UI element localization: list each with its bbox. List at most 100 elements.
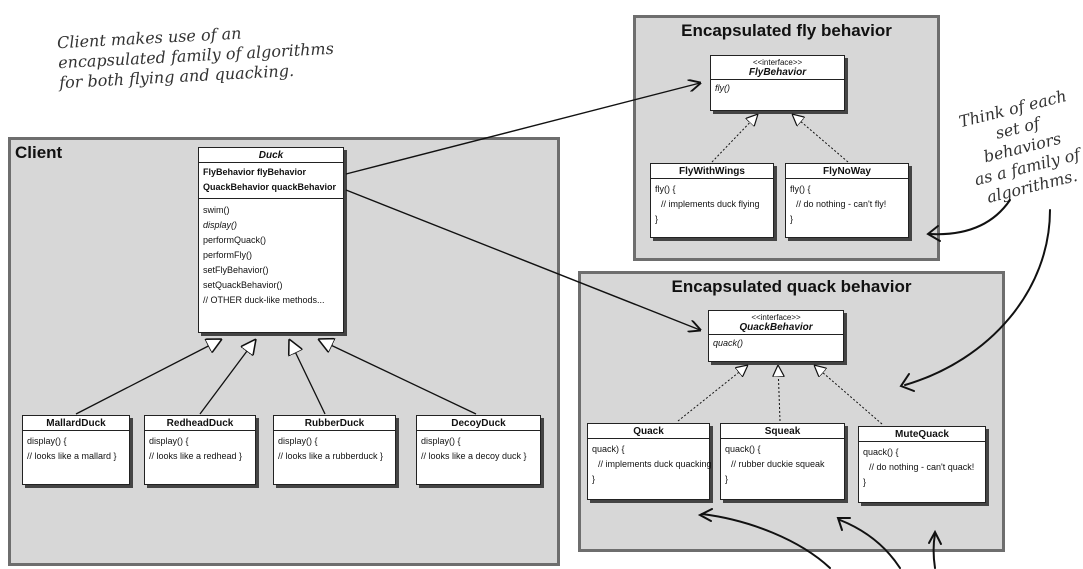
code-line: fly() { [790,184,811,194]
rubber-duck-class: RubberDuck display() { // looks like a r… [273,415,396,485]
stereotype: <<interface>> [751,313,801,322]
code-line: display() { [278,436,318,446]
realization-line [814,365,883,425]
handdrawn-arrow [899,373,915,392]
code-line: } [592,474,596,484]
code-line: // do nothing - can't quack! [869,462,975,472]
handdrawn-arrow [926,225,941,242]
realization-line [792,114,849,163]
handdrawn-arrow [928,529,942,545]
handdrawn-arrow [697,508,713,522]
interface-methods: quack() [709,335,843,352]
method: performQuack() [203,235,267,245]
class-body: display() { // looks like a decoy duck } [417,431,540,467]
interface-methods: fly() [711,80,844,97]
handdrawn-arrows [697,199,1051,569]
class-body: quack() { // do nothing - can't quack! } [859,442,985,493]
class-name: FlyNoWay [786,164,908,179]
code-line: // looks like a rubberduck } [278,451,384,461]
class-name: RedheadDuck [145,416,255,431]
interface-header: <<interface>> QuackBehavior [709,311,843,335]
realization-line [778,365,780,422]
class-body: display() { // looks like a redhead } [145,431,255,467]
field: QuackBehavior quackBehavior [203,182,337,192]
method: quack() [713,338,744,348]
class-body: fly() { // implements duck flying } [651,179,773,230]
quack-panel-title: Encapsulated quack behavior [671,277,912,296]
squeak-class: Squeak quack() { // rubber duckie squeak… [720,423,845,500]
class-name: MallardDuck [23,416,129,431]
code-line: } [863,477,867,487]
code-line: } [725,474,729,484]
code-line: // do nothing - can't fly! [796,199,887,209]
class-body: quack) { // implements duck quacking } [588,439,712,490]
code-line: } [655,214,659,224]
method: fly() [715,83,730,93]
inheritance-lines [75,339,477,415]
class-name: Duck [258,150,284,161]
quack-association-arrow [345,189,700,330]
method: display() [203,220,238,230]
class-name: Quack [588,424,709,439]
code-line: display() { [27,436,67,446]
realization-line [677,365,748,422]
fly-association-arrow [345,83,700,175]
duck-fields: FlyBehavior flyBehavior QuackBehavior qu… [199,163,343,199]
quack-class: Quack quack) { // implements duck quacki… [587,423,712,500]
handdrawn-arrow [836,517,851,531]
code-line: // implements duck quacking [598,459,712,469]
quack-realization-lines [677,365,883,425]
code-line: // looks like a redhead } [149,451,243,461]
code-line: display() { [421,436,461,446]
interface-name: FlyBehavior [748,67,807,78]
field: FlyBehavior flyBehavior [203,167,307,177]
class-name: FlyWithWings [651,164,773,179]
inheritance-line [289,339,326,415]
quack-behavior-interface: <<interface>> QuackBehavior quack() [708,310,844,362]
fly-realization-lines [711,114,849,163]
handdrawn-arrow [839,519,901,569]
class-name: Squeak [721,424,844,439]
interface-name: QuackBehavior [739,322,813,333]
class-name: RubberDuck [274,416,395,431]
method: setFlyBehavior() [203,265,269,275]
mute-quack-class: MuteQuack quack() { // do nothing - can'… [858,426,986,503]
duck-class-name: Duck [199,148,343,163]
class-body: fly() { // do nothing - can't fly! } [786,179,908,230]
code-line: quack() { [863,447,899,457]
handdrawn-arrow [701,513,831,569]
handdrawn-arrow [904,209,1051,386]
code-line: fly() { [655,184,676,194]
method: swim() [203,205,230,215]
client-panel-title: Client [15,143,63,162]
code-line: quack() { [725,444,761,454]
class-body: quack() { // rubber duckie squeak } [721,439,844,490]
fly-behavior-interface: <<interface>> FlyBehavior fly() [710,55,845,111]
realization-line [711,114,758,163]
code-line: // rubber duckie squeak [731,459,825,469]
inheritance-line [318,339,477,415]
method: // OTHER duck-like methods... [203,295,325,305]
method: performFly() [203,250,252,260]
class-name: MuteQuack [859,427,985,442]
code-line: // looks like a mallard } [27,451,117,461]
handdrawn-arrow [929,199,1011,236]
code-line: // looks like a decoy duck } [421,451,527,461]
code-line: display() { [149,436,189,446]
stereotype: <<interface>> [752,58,803,67]
class-body: display() { // looks like a rubberduck } [274,431,395,467]
decoy-duck-class: DecoyDuck display() { // looks like a de… [416,415,541,485]
inheritance-line [199,339,256,415]
handdrawn-arrow [932,533,936,569]
code-line: quack) { [592,444,625,454]
method: setQuackBehavior() [203,280,283,290]
class-body: display() { // looks like a mallard } [23,431,129,467]
inheritance-line [75,339,222,415]
interface-header: <<interface>> FlyBehavior [711,56,844,80]
fly-panel-title: Encapsulated fly behavior [681,21,892,40]
code-line: } [790,214,794,224]
code-line: // implements duck flying [661,199,760,209]
mallard-duck-class: MallardDuck display() { // looks like a … [22,415,130,485]
duck-class: Duck FlyBehavior flyBehavior QuackBehavi… [198,147,344,333]
